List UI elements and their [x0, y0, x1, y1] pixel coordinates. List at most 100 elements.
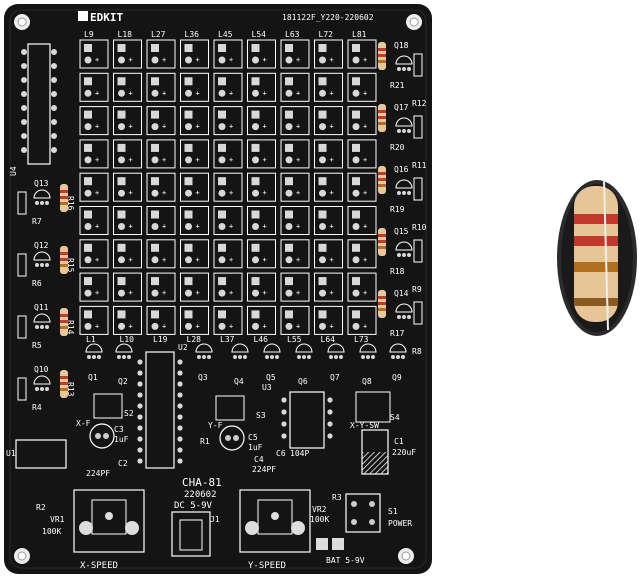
- led-cell: +: [347, 72, 377, 102]
- ic-pad: [327, 409, 333, 415]
- potentiometer-vr1: VR1 100K X-SPEED: [42, 489, 145, 571]
- ic-u2: U2: [145, 343, 188, 469]
- led-cell: +: [180, 239, 209, 269]
- transistor: [115, 343, 133, 359]
- resistor: [60, 246, 68, 274]
- svg-text:+: +: [229, 223, 233, 231]
- svg-text:+: +: [263, 256, 267, 264]
- led-cell: +: [180, 39, 209, 69]
- svg-text:+: +: [95, 189, 99, 197]
- y-speed-label: Y-SPEED: [248, 561, 286, 571]
- led-cell: +: [213, 239, 243, 269]
- ic-pad: [177, 436, 183, 442]
- ic-pad: [137, 381, 143, 387]
- led-cell: +: [213, 272, 243, 302]
- svg-text:+: +: [330, 256, 334, 264]
- svg-text:+: +: [129, 189, 133, 197]
- s1-label: S1: [388, 507, 398, 516]
- led-cell: +: [79, 39, 109, 69]
- resistor-label: R21: [390, 81, 405, 90]
- led-cell: +: [180, 72, 209, 102]
- col-label-top: L45: [218, 30, 233, 39]
- svg-text:+: +: [363, 56, 367, 64]
- ic-pad: [137, 392, 143, 398]
- resistor-label: R18: [390, 267, 405, 276]
- svg-text:C4: C4: [254, 455, 264, 464]
- svg-text:+: +: [263, 189, 267, 197]
- led-cell: +: [213, 139, 243, 169]
- col-label-top: L72: [319, 30, 334, 39]
- led-cell: +: [79, 206, 109, 235]
- svg-text:+: +: [229, 56, 233, 64]
- ic-pad: [327, 421, 333, 427]
- capacitor-c4: C4 224PF: [252, 455, 276, 474]
- svg-text:+: +: [263, 56, 267, 64]
- transistor-label: Q2: [118, 377, 128, 386]
- svg-text:+: +: [162, 89, 166, 97]
- led-cell: +: [347, 172, 377, 202]
- r2-label: R2: [36, 503, 46, 512]
- power-input-label: DC 5-9V: [174, 501, 213, 511]
- svg-text:+: +: [129, 156, 133, 164]
- svg-text:100K: 100K: [42, 527, 61, 536]
- led-cell: +: [146, 172, 176, 202]
- led-cell: +: [314, 106, 343, 136]
- svg-text:+: +: [296, 123, 300, 131]
- col-label-top: L63: [285, 30, 300, 39]
- r3-label: R3: [332, 493, 342, 502]
- svg-text:+: +: [229, 89, 233, 97]
- ic-pad: [281, 421, 287, 427]
- svg-text:VR2: VR2: [312, 505, 327, 514]
- col-label-top: L9: [84, 30, 94, 39]
- svg-text:+: +: [363, 89, 367, 97]
- led-cell: +: [213, 106, 243, 136]
- resistor-label: R15: [66, 258, 75, 273]
- led-cell: +: [146, 206, 176, 235]
- resistor-label: R5: [32, 341, 42, 350]
- svg-text:+: +: [95, 89, 99, 97]
- transistor-label: Q9: [392, 373, 402, 382]
- svg-text:+: +: [296, 189, 300, 197]
- led-cell: +: [79, 239, 109, 269]
- ic-pad: [177, 359, 183, 365]
- ic-pad: [51, 105, 57, 111]
- ic-u4: U4: [9, 43, 51, 176]
- led-cell: +: [180, 206, 209, 235]
- ic-pad: [21, 91, 27, 97]
- svg-text:+: +: [162, 123, 166, 131]
- svg-text:+: +: [129, 223, 133, 231]
- transistor-label: Q15: [394, 227, 409, 236]
- ic-pad: [51, 49, 57, 55]
- svg-text:1uF: 1uF: [248, 443, 263, 452]
- resistor: [60, 370, 68, 398]
- capacitor-c6: C6 104P: [276, 449, 309, 458]
- ic-u3: U3: [262, 383, 325, 449]
- col-label-bottom: L10: [120, 335, 135, 344]
- svg-text:+: +: [330, 156, 334, 164]
- svg-text:+: +: [229, 156, 233, 164]
- led-cell: +: [113, 106, 142, 136]
- led-cell: +: [79, 106, 109, 136]
- svg-text:+: +: [229, 256, 233, 264]
- ic-pad: [281, 433, 287, 439]
- col-label-top: L54: [252, 30, 267, 39]
- svg-text:+: +: [229, 123, 233, 131]
- u3-label: U3: [262, 383, 272, 392]
- svg-text:+: +: [162, 256, 166, 264]
- svg-text:+: +: [196, 89, 200, 97]
- resistor-label: R16: [66, 196, 75, 211]
- led-cell: +: [347, 106, 377, 136]
- switch-s1: [345, 493, 381, 533]
- ic-pad: [327, 397, 333, 403]
- transistor-label: Q11: [34, 303, 49, 312]
- resistor: [378, 104, 386, 132]
- transistor: [85, 343, 103, 359]
- resistor-label: R13: [66, 382, 75, 397]
- resistor-label: R8: [412, 347, 422, 356]
- ic-pad: [137, 458, 143, 464]
- col-label-top: L36: [185, 30, 200, 39]
- ic-pad: [21, 147, 27, 153]
- svg-text:+: +: [363, 256, 367, 264]
- transistor: [395, 117, 413, 133]
